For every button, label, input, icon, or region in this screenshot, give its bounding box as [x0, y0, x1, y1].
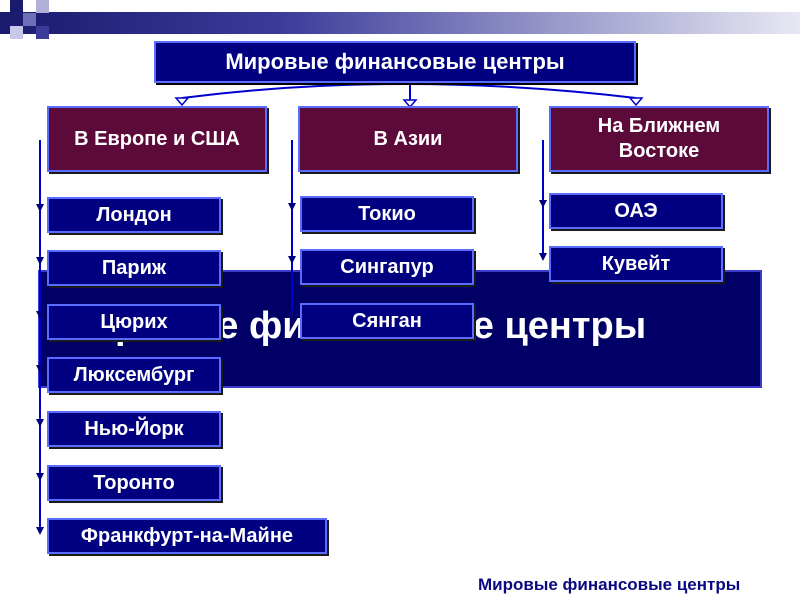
city-tokyo: Токио: [300, 196, 474, 232]
city-luxembourg: Люксембург: [47, 357, 221, 393]
arrow-city: [36, 204, 44, 212]
diagram-title: Мировые финансовые центры: [154, 41, 636, 83]
category-asia: В Азии: [298, 106, 518, 172]
city-hong-kong: Сянган: [300, 303, 474, 339]
arrow-city: [36, 257, 44, 265]
header-decoration-bar: [0, 12, 800, 34]
city-toronto: Торонто: [47, 465, 221, 501]
city-uae: ОАЭ: [549, 193, 723, 229]
arrow-city: [539, 200, 547, 208]
arrow-city: [36, 419, 44, 427]
arrow-asia: [402, 99, 418, 109]
arrow-city: [36, 311, 44, 319]
decorative-squares: [0, 0, 60, 50]
footer-caption: Мировые финансовые центры: [478, 575, 741, 594]
arrow-city: [36, 473, 44, 481]
arrow-city: [36, 365, 44, 373]
arrow-city: [539, 253, 547, 261]
city-london: Лондон: [47, 197, 221, 233]
city-frankfurt: Франкфурт-на-Майне: [47, 518, 327, 554]
arrow-city: [288, 203, 296, 211]
city-kuwait: Кувейт: [549, 246, 723, 282]
arrow-city: [288, 256, 296, 264]
city-singapore: Сингапур: [300, 249, 474, 285]
city-paris: Париж: [47, 250, 221, 286]
connector-arc: [181, 83, 637, 99]
arrow-europe: [174, 97, 190, 107]
city-zurich: Цюрих: [47, 304, 221, 340]
arrow-middle-east: [628, 97, 644, 107]
arrow-city: [36, 527, 44, 535]
city-new-york: Нью-Йорк: [47, 411, 221, 447]
category-europe-usa: В Европе и США: [47, 106, 267, 172]
arrow-city: [288, 310, 296, 318]
category-middle-east: На Ближнем Востоке: [549, 106, 769, 172]
